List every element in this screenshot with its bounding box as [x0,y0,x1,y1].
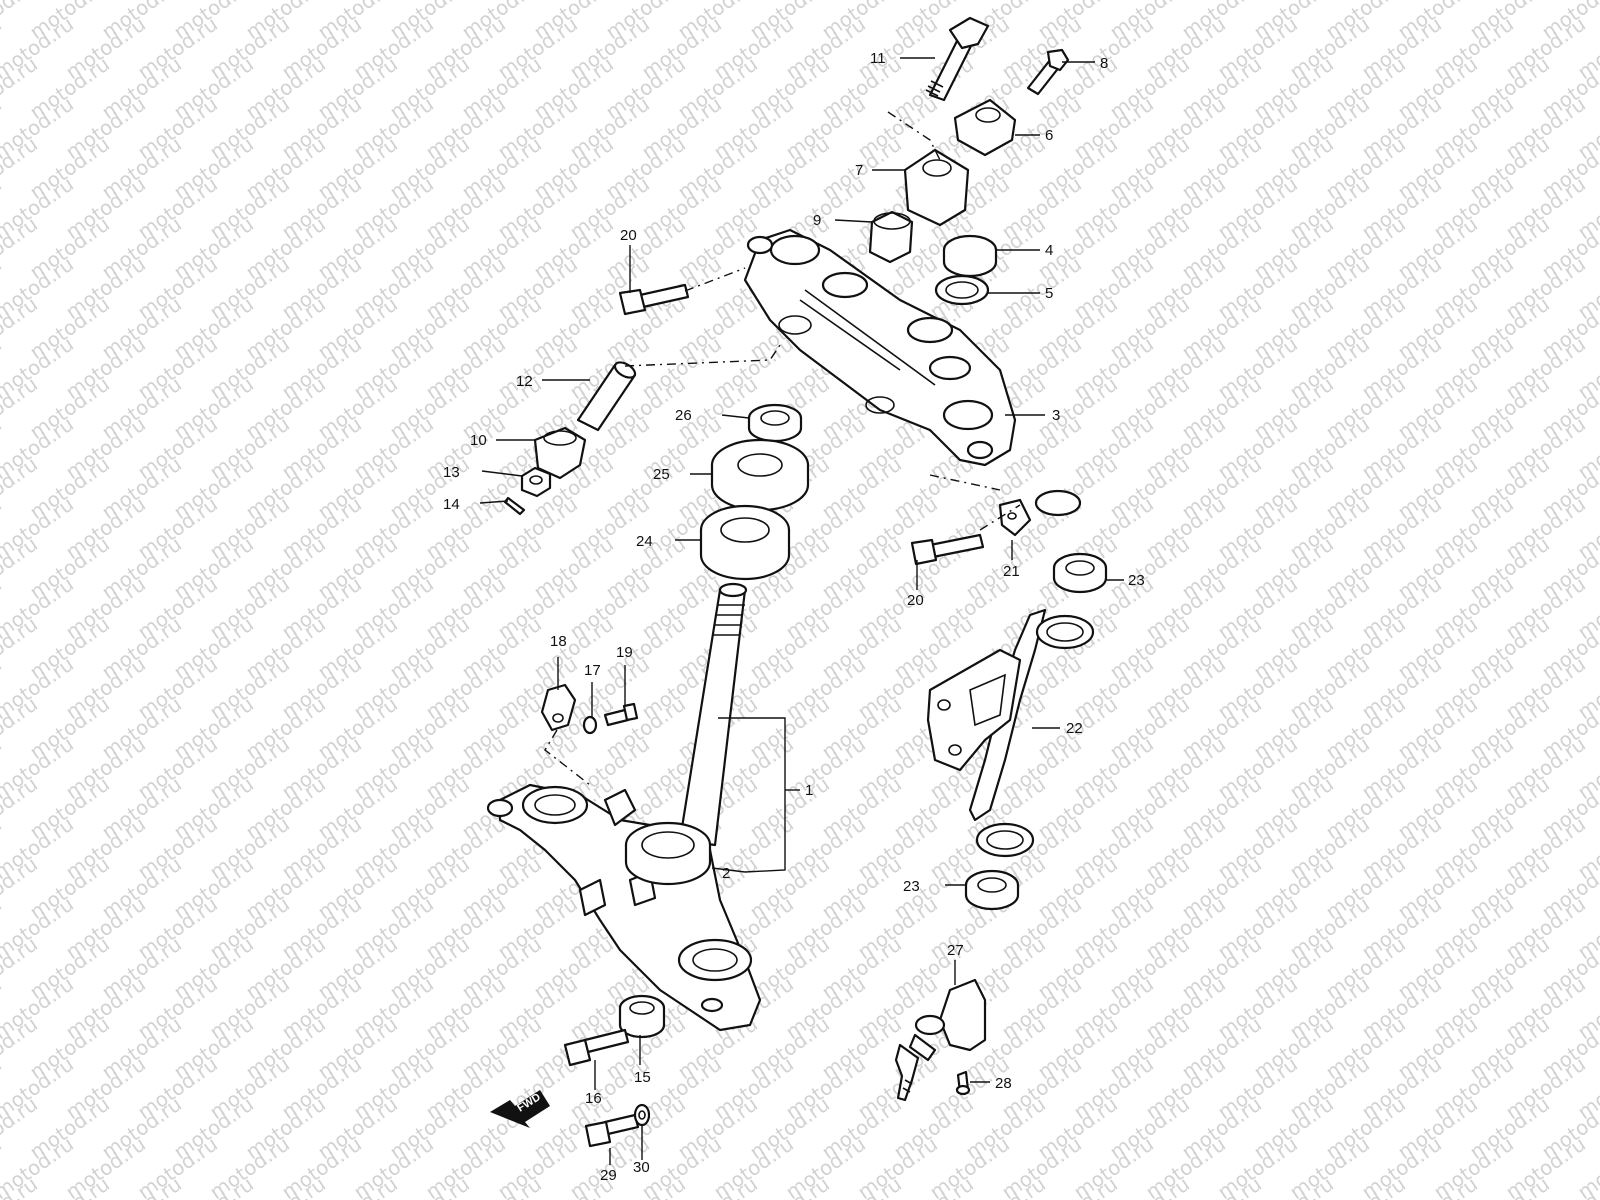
part-17-washer [582,715,598,735]
callout-18: 18 [550,633,567,650]
callout-20-right: 20 [907,592,924,609]
callout-17: 17 [584,662,601,679]
part-4-cap [942,234,998,278]
callout-20-upper: 20 [620,227,637,244]
callout-2: 2 [722,865,730,882]
part-23-grommet-lower [964,869,1020,911]
part-25-dust-seal [710,438,810,512]
callout-30: 30 [633,1159,650,1176]
callout-25: 25 [653,466,670,483]
callout-1: 1 [805,782,813,799]
part-23-grommet-upper [1052,552,1108,594]
callout-26: 26 [675,407,692,424]
callout-3: 3 [1052,407,1060,424]
watermark-text: motod.ru [1573,0,1600,4]
callout-6: 6 [1045,127,1053,144]
part-9-cushion [868,210,914,264]
callout-14: 14 [443,496,460,513]
part-26-nut [747,403,803,443]
callout-15: 15 [634,1069,651,1086]
callout-7: 7 [855,162,863,179]
callout-12: 12 [516,373,533,390]
callout-24: 24 [636,533,653,550]
part-28-screw [955,1070,971,1096]
part-24-bearing [699,504,791,581]
callout-11: 11 [870,50,886,67]
callout-21: 21 [1003,563,1020,580]
callout-23-upper: 23 [1128,572,1145,589]
callout-8: 8 [1100,55,1108,72]
callout-5: 5 [1045,285,1053,302]
callout-19: 19 [616,644,633,661]
callout-9: 9 [813,212,821,229]
part-30-washer [633,1103,651,1127]
part-5-washer [934,274,990,306]
callout-13: 13 [443,464,460,481]
callout-16: 16 [585,1090,602,1107]
callout-4: 4 [1045,242,1053,259]
part-15-clamp [618,994,666,1039]
callout-10: 10 [470,432,487,449]
callout-27: 27 [947,942,964,959]
part-2-lower-bearing [624,821,712,886]
callout-28: 28 [995,1075,1012,1092]
callout-22: 22 [1066,720,1083,737]
part-13-nut [520,466,552,498]
callout-29: 29 [600,1167,617,1184]
callout-23-lower: 23 [903,878,920,895]
